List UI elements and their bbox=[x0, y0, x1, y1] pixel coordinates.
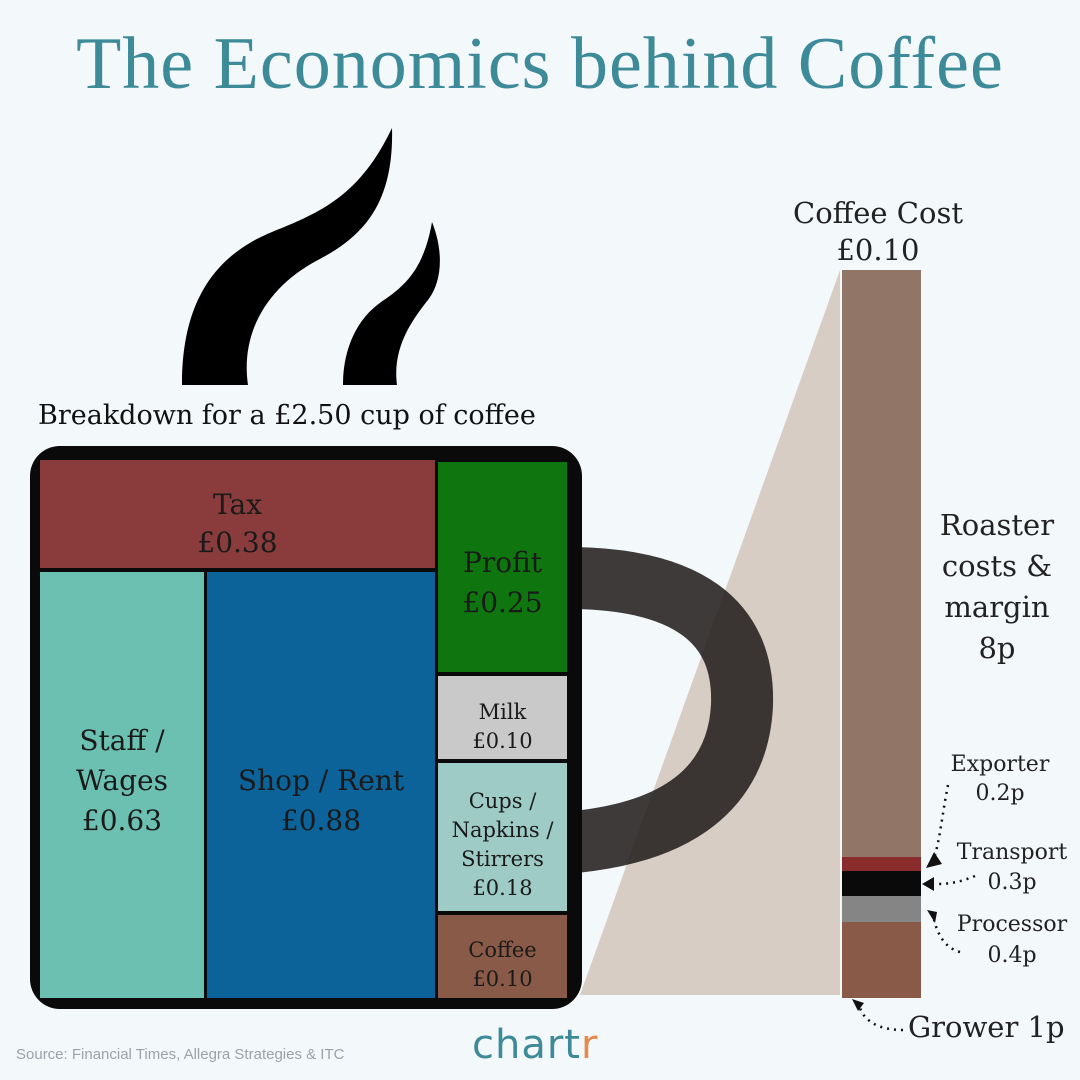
cost-bar-segment-processor bbox=[842, 896, 921, 922]
treemap-cell-coffee bbox=[438, 915, 567, 998]
processor-label: Processor bbox=[957, 912, 1068, 937]
treemap-cell-milk bbox=[438, 676, 567, 759]
source-note: Source: Financial Times, Allegra Strateg… bbox=[16, 1046, 345, 1063]
arrow-head-icon bbox=[852, 999, 864, 1011]
brand-logo: chartr bbox=[472, 1022, 599, 1068]
mug-handle bbox=[571, 547, 774, 873]
treemap-value-milk: £0.10 bbox=[472, 729, 532, 753]
steam-left-icon bbox=[182, 128, 393, 385]
label-leaders bbox=[858, 784, 976, 1032]
treemap-cell-staff bbox=[40, 572, 204, 998]
treemap-value-staff: £0.63 bbox=[82, 804, 162, 837]
treemap-cell-cups bbox=[438, 763, 567, 911]
treemap-label-shop: Shop / Rent bbox=[238, 764, 405, 797]
chart-subtitle: Breakdown for a £2.50 cup of coffee bbox=[38, 400, 536, 431]
steam-right-icon bbox=[343, 222, 440, 385]
cost-bar-segment-roaster bbox=[842, 270, 921, 857]
treemap-cell-shop bbox=[207, 572, 435, 998]
roaster-label: Roaster costs & margin 8p bbox=[940, 508, 1054, 665]
cost-bar-segment-grower bbox=[842, 922, 921, 998]
treemap-label-tax: Tax bbox=[213, 488, 262, 521]
treemap-label-coffee: Coffee bbox=[468, 938, 537, 962]
treemap-label-cups: Napkins / bbox=[452, 818, 555, 842]
cost-bar-segment-transport bbox=[842, 871, 921, 896]
arrow-head-icon bbox=[926, 852, 942, 868]
processor-value: 0.4p bbox=[987, 943, 1036, 968]
treemap-value-cups: £0.18 bbox=[472, 876, 532, 900]
treemap-label-profit: Profit bbox=[463, 546, 543, 579]
treemap-value-shop: £0.88 bbox=[281, 804, 361, 837]
grower-label: Grower 1p bbox=[908, 1010, 1065, 1044]
svg-text:8p: 8p bbox=[978, 631, 1015, 665]
treemap-label-staff: Staff / bbox=[79, 724, 165, 757]
treemap-value-tax: £0.38 bbox=[197, 526, 277, 559]
coffee-cost-total: £0.10 bbox=[836, 233, 919, 267]
treemap-label-cups: Stirrers bbox=[461, 847, 544, 871]
treemap-cell-profit bbox=[438, 462, 567, 672]
exporter-label: Exporter bbox=[951, 752, 1050, 777]
treemap-cell-tax bbox=[40, 460, 435, 568]
transport-label: Transport bbox=[957, 840, 1068, 865]
page-title: The Economics behind Coffee bbox=[76, 23, 1004, 105]
svg-text:costs &: costs & bbox=[942, 549, 1052, 583]
transport-value: 0.3p bbox=[987, 870, 1036, 895]
svg-text:Roaster: Roaster bbox=[940, 508, 1054, 542]
arrow-head-icon bbox=[922, 877, 934, 891]
exporter-value: 0.2p bbox=[975, 781, 1024, 806]
svg-text:margin: margin bbox=[944, 590, 1049, 624]
treemap-label-milk: Milk bbox=[479, 700, 527, 724]
treemap-value-profit: £0.25 bbox=[462, 586, 542, 619]
coffee-cost-title: Coffee Cost bbox=[793, 196, 963, 230]
treemap-value-coffee: £0.10 bbox=[472, 967, 532, 991]
cost-bar-segment-exporter bbox=[842, 857, 921, 871]
treemap-label-cups: Cups / bbox=[469, 789, 537, 813]
treemap-label-staff: Wages bbox=[76, 764, 168, 797]
arrow-head-icon bbox=[927, 910, 937, 923]
